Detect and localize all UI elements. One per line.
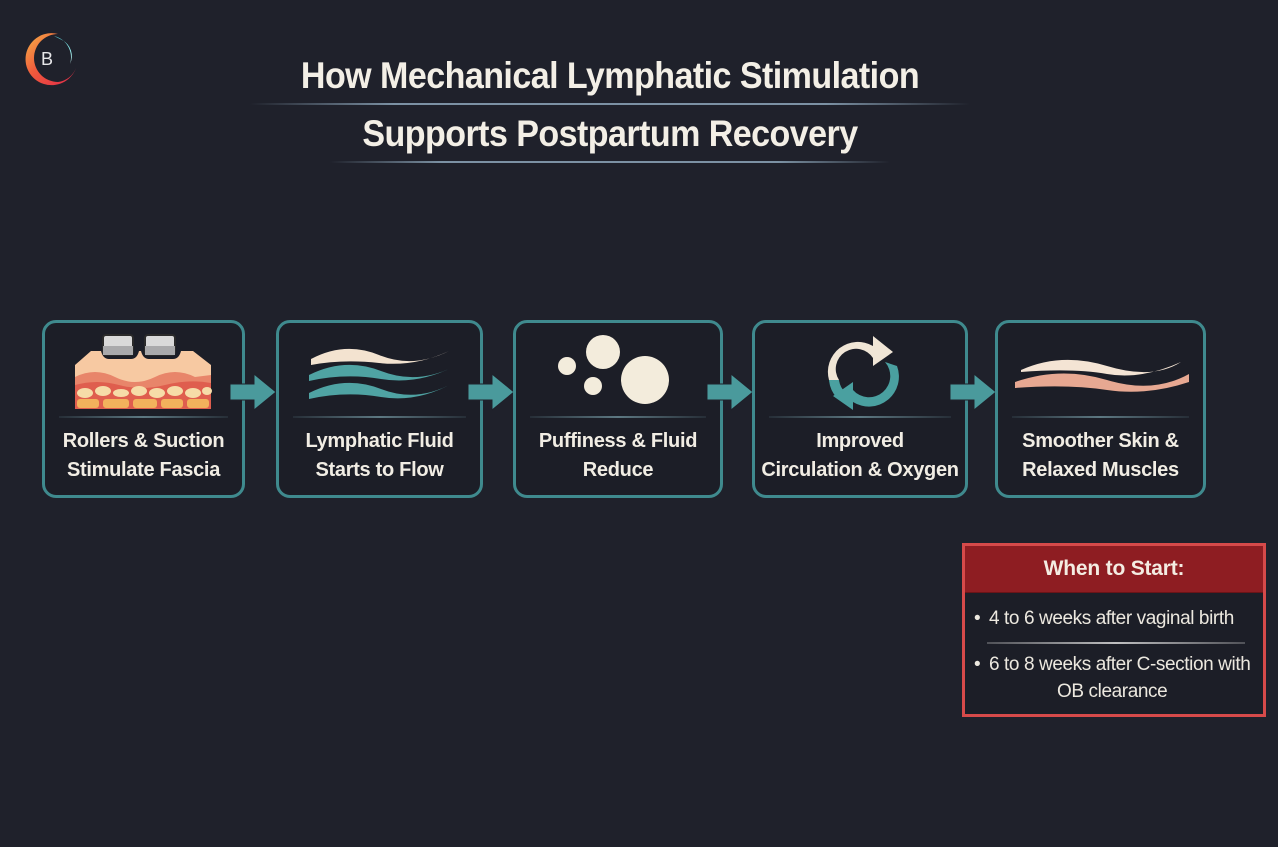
step-divider [293, 416, 466, 418]
when-to-start-callout: When to Start: • 4 to 6 weeks after vagi… [962, 543, 1266, 717]
list-item: • 4 to 6 weeks after vaginal birth [965, 605, 1263, 632]
step-divider [1012, 416, 1189, 418]
step-improved-circulation: Improved Circulation & Oxygen [752, 320, 968, 498]
arrow-right-icon [707, 372, 753, 412]
arrow-right-icon [950, 372, 996, 412]
arrow-right-icon [230, 372, 276, 412]
step-lymphatic-flow: Lymphatic Fluid Starts to Flow [276, 320, 483, 498]
arrow-right-icon [468, 372, 514, 412]
title-divider [250, 103, 970, 105]
step-puffiness-reduce: Puffiness & Fluid Reduce [513, 320, 723, 498]
step-divider [530, 416, 706, 418]
step-smoother-skin: Smoother Skin & Relaxed Muscles [995, 320, 1206, 498]
bubbles-icon [516, 329, 720, 415]
circulation-cycle-icon [755, 329, 965, 415]
page-title: How Mechanical Lymphatic Stimulation Sup… [250, 50, 970, 169]
step-label: Rollers & Suction Stimulate Fascia [62, 430, 225, 481]
logo-monogram: B [41, 49, 53, 69]
step-label: Improved Circulation & Oxygen [761, 430, 959, 481]
callout-title: When to Start: [1043, 557, 1185, 580]
step-label: Lymphatic Fluid Starts to Flow [305, 430, 454, 481]
title-underline [330, 161, 890, 163]
brand-logo: B [14, 24, 82, 92]
step-divider [769, 416, 951, 418]
step-rollers-suction: Rollers & Suction Stimulate Fascia [42, 320, 245, 498]
step-label: Smoother Skin & Relaxed Muscles [1022, 430, 1179, 481]
smooth-skin-waves-icon [998, 329, 1203, 415]
callout-header: When to Start: [965, 546, 1263, 593]
skin-layers-rollers-icon [45, 329, 242, 415]
title-line-1: How Mechanical Lymphatic Stimulation [300, 55, 920, 96]
fluid-waves-icon [279, 329, 480, 415]
bullet-icon: • [974, 654, 981, 675]
bullet-icon: • [974, 608, 981, 629]
step-label: Puffiness & Fluid Reduce [538, 430, 698, 481]
callout-divider [987, 642, 1245, 644]
step-divider [59, 416, 228, 418]
brand-logo-ring-icon: B [25, 33, 76, 86]
title-line-2: Supports Postpartum Recovery [362, 113, 858, 154]
list-item: • 6 to 8 weeks after C-section with OB c… [965, 651, 1263, 705]
